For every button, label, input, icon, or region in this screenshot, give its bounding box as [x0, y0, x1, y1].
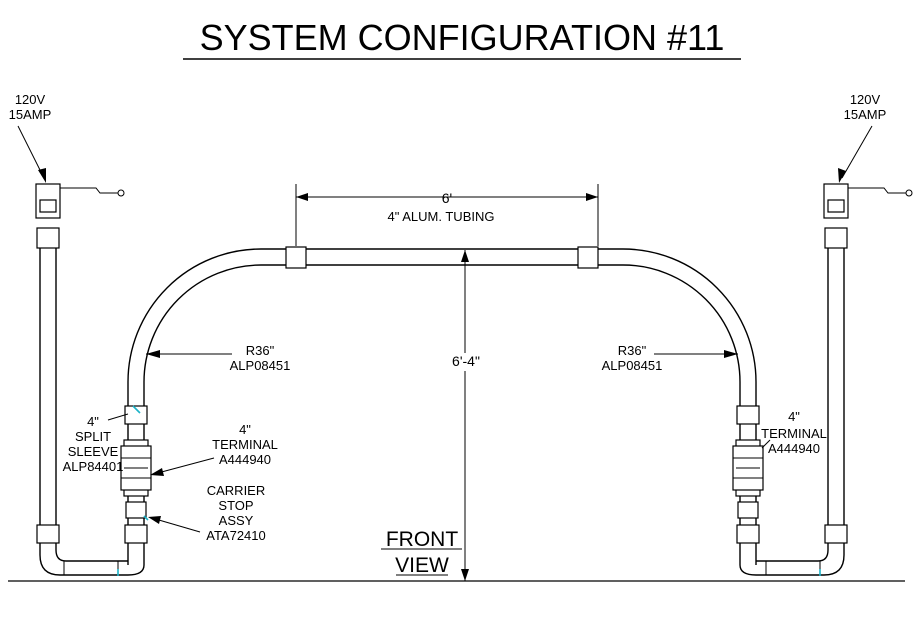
tube-coupler-left: [285, 246, 307, 269]
span-dimension-label: 6': [442, 190, 452, 206]
power-amperage-right: 15AMP: [844, 107, 887, 122]
right-return-loop: [739, 247, 845, 576]
coupler-left-outer: [36, 524, 60, 544]
carrier-stop-left: [125, 501, 149, 521]
arch-tube: [127, 248, 757, 565]
height-label-bg: [446, 353, 486, 371]
span-dimension: [295, 184, 599, 246]
carrier-stop-label-line1: CARRIER: [207, 483, 266, 498]
view-label-view: VIEW: [395, 554, 449, 577]
coupler-left-inner: [124, 524, 148, 544]
power-leader-left: [17, 125, 45, 179]
carrier-stop-label-line3: ASSY: [219, 513, 254, 528]
split-sleeve-right: [736, 405, 760, 425]
split-sleeve-size: 4": [87, 414, 99, 429]
carrier-stop-label-line2: STOP: [218, 498, 253, 513]
split-sleeve-label-line2: SPLIT: [75, 429, 111, 444]
split-sleeve-left: [124, 405, 148, 425]
terminal-right-part: A444940: [768, 441, 820, 456]
terminal-left-leader: [153, 457, 215, 475]
terminal-right: [732, 439, 764, 497]
terminal-left: [120, 439, 152, 497]
bend-radius-right: R36": [618, 343, 647, 358]
split-sleeve-label-line3: SLEEVE: [68, 444, 119, 459]
bend-part-right: ALP08451: [602, 358, 663, 373]
terminal-right-label: TERMINAL: [761, 426, 827, 441]
view-label-front: FRONT: [386, 528, 458, 551]
power-voltage-right: 120V: [850, 92, 881, 107]
bend-part-left: ALP08451: [230, 358, 291, 373]
height-dimension-label: 6'-4": [452, 353, 480, 369]
height-dimension: [461, 250, 469, 581]
coupler-right-inner: [736, 524, 760, 544]
bend-radius-left: R36": [246, 343, 275, 358]
split-sleeve-leader: [107, 413, 129, 421]
power-feed-left: [35, 183, 125, 249]
span-material-label: 4" ALUM. TUBING: [388, 209, 495, 224]
carrier-stop-leader: [151, 517, 201, 533]
carrier-stop-part: ATA72410: [206, 528, 266, 543]
left-return-loop: [39, 247, 145, 576]
power-feed-right: [823, 183, 913, 249]
tube-coupler-right: [577, 246, 599, 269]
terminal-left-size: 4": [239, 422, 251, 437]
carrier-stop-right: [737, 501, 759, 519]
terminal-left-part: A444940: [219, 452, 271, 467]
power-leader-right: [841, 125, 873, 179]
split-sleeve-part: ALP84401: [63, 459, 124, 474]
power-voltage-left: 120V: [15, 92, 46, 107]
terminal-right-leader: [761, 439, 771, 449]
terminal-left-label: TERMINAL: [212, 437, 278, 452]
diagram-title: SYSTEM CONFIGURATION #11: [200, 17, 725, 58]
power-amperage-left: 15AMP: [9, 107, 52, 122]
terminal-right-size: 4": [788, 409, 800, 424]
coupler-right-outer: [824, 524, 848, 544]
